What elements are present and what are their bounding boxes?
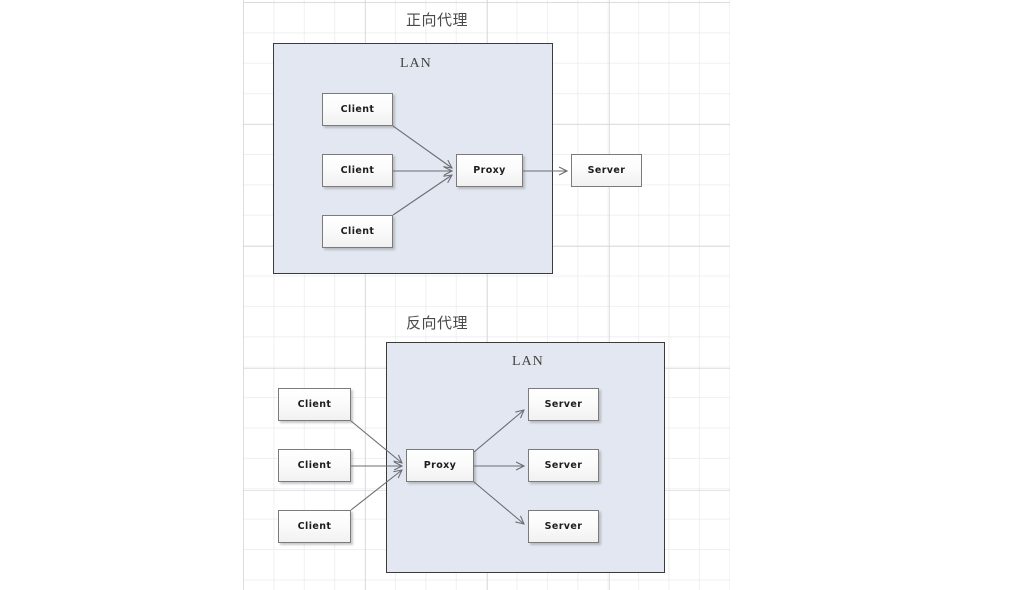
node-label: Client (340, 104, 375, 115)
node-label: Server (544, 399, 583, 410)
reverse-proxy-server-3[interactable]: Server (528, 510, 599, 543)
forward-proxy-server-1[interactable]: Server (571, 154, 642, 187)
node-label: Client (297, 460, 332, 471)
reverse-proxy-client-3[interactable]: Client (278, 510, 351, 543)
forward-proxy-lan-label: LAN (400, 56, 432, 71)
node-label: Server (544, 521, 583, 532)
reverse-proxy-proxy[interactable]: Proxy (406, 449, 474, 482)
forward-proxy-client-3[interactable]: Client (322, 215, 393, 248)
node-label: Client (297, 521, 332, 532)
reverse-proxy-lan-label: LAN (512, 354, 544, 369)
reverse-proxy-server-1[interactable]: Server (528, 388, 599, 421)
node-label: Proxy (423, 460, 457, 471)
forward-proxy-title: 正向代理 (406, 13, 469, 29)
reverse-proxy-client-2[interactable]: Client (278, 449, 351, 482)
node-label: Client (297, 399, 332, 410)
forward-proxy-proxy[interactable]: Proxy (456, 154, 523, 187)
reverse-proxy-server-2[interactable]: Server (528, 449, 599, 482)
node-label: Client (340, 226, 375, 237)
forward-proxy-client-2[interactable]: Client (322, 154, 393, 187)
reverse-proxy-client-1[interactable]: Client (278, 388, 351, 421)
node-label: Proxy (473, 165, 506, 176)
node-label: Server (587, 165, 626, 176)
node-label: Server (544, 460, 583, 471)
node-label: Client (340, 165, 375, 176)
reverse-proxy-title: 反向代理 (406, 316, 469, 332)
forward-proxy-client-1[interactable]: Client (322, 93, 393, 126)
